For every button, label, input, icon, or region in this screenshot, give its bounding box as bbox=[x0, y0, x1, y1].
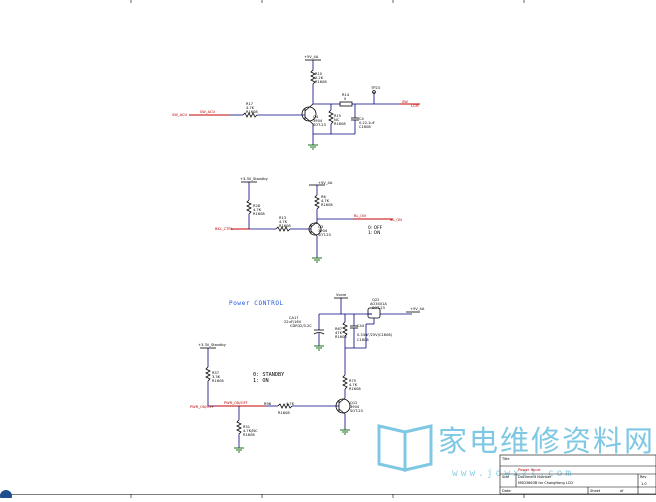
r13-ref: R13 bbox=[279, 216, 286, 220]
r96-pkg: R1608 bbox=[278, 411, 290, 415]
q3-pkg: SOT-23 bbox=[318, 233, 331, 237]
q22-ref: Q22 bbox=[372, 298, 379, 302]
q12-part: 3904 bbox=[350, 405, 360, 409]
supply3-label: +5V_4A bbox=[410, 307, 425, 311]
q22-part: AO3401A bbox=[370, 302, 387, 306]
r96-ref: R96 bbox=[264, 402, 272, 406]
bkl-ctrl-port-label: BKL_CTRL bbox=[215, 227, 233, 231]
bl-on-port-label: BL_ON bbox=[390, 218, 402, 222]
r6-pkg: R1608 bbox=[321, 203, 333, 207]
r10-ref: R10 bbox=[315, 72, 323, 76]
pwr-port-label: PWR_ON/OFF bbox=[190, 405, 214, 409]
sw-acu-net-label: SW_ACU bbox=[200, 110, 216, 114]
date-label: Date: bbox=[502, 489, 512, 493]
c4-ref: C4 bbox=[359, 117, 365, 121]
q22-pkg: SOT-23 bbox=[372, 306, 385, 310]
title-label: Title bbox=[501, 457, 510, 461]
supply2-label: +5V_4A bbox=[318, 181, 333, 185]
r57-ref: R57 bbox=[212, 371, 219, 375]
book-logo-icon bbox=[377, 424, 433, 472]
logo-icon bbox=[0, 490, 12, 502]
pwr-net-label: PWR_ON/OFF bbox=[224, 401, 248, 405]
r15-ref: R15 bbox=[334, 114, 341, 118]
r28-ref: R28 bbox=[253, 204, 261, 208]
supply-label: +5V_4A bbox=[304, 55, 319, 59]
q3-ref: Q3 bbox=[318, 225, 323, 229]
c44-pkg: C1608 bbox=[357, 338, 369, 342]
rev-label: Rev bbox=[640, 475, 647, 479]
size-label: Size bbox=[502, 475, 509, 479]
watermark-text: 家电维修资料网 bbox=[438, 424, 655, 458]
q12-ref: Q12 bbox=[350, 401, 357, 405]
bl-note-off: 0: OFF bbox=[368, 225, 383, 231]
r51-pkg: R1608 bbox=[243, 433, 255, 437]
q12-pkg: SOT-23 bbox=[350, 409, 363, 413]
q4-ref: Q4 bbox=[313, 115, 319, 119]
r75-ref: R75 bbox=[349, 379, 356, 383]
q4-pkg: SOT-23 bbox=[313, 123, 326, 127]
ca17-pkg: CDR32/3.2C bbox=[290, 324, 312, 328]
r96-val: 4.7K bbox=[286, 402, 295, 406]
r67-ref: R67 bbox=[335, 327, 342, 331]
sheet-of-label: of bbox=[620, 489, 624, 493]
bl-on-net-label: BL_ON bbox=[354, 214, 366, 218]
doc-number-value: MSD3663B for ChangHong LCD bbox=[518, 481, 573, 485]
c44-ref: C44 bbox=[357, 324, 365, 328]
r51-val: 4.7K/NC bbox=[243, 429, 258, 433]
r14-ref: R14 bbox=[342, 93, 350, 97]
r28-val: 4.7K bbox=[253, 208, 262, 212]
c4-pkg: C1608 bbox=[359, 125, 371, 129]
q4-part: 3904 bbox=[313, 119, 323, 123]
rev-value: 1.0 bbox=[641, 482, 647, 486]
circuit-lcd-switch: +5V_4A R10 2.2K R1608 Q4 3904 SOT-23 SW_… bbox=[172, 55, 420, 150]
sw-acu-port-label: SW_ACU bbox=[172, 113, 188, 117]
r67-pkg: R1608 bbox=[335, 335, 347, 339]
r75-pkg: R1608 bbox=[349, 387, 361, 391]
sheet-label: Sheet bbox=[590, 489, 601, 493]
r57-pkg: R1608 bbox=[212, 379, 224, 383]
r57-val: 3.3K bbox=[212, 375, 221, 379]
pc-note-standby: 0: STANDBY bbox=[253, 372, 285, 378]
r75-val: 4.7K bbox=[349, 383, 358, 387]
circuit-backlight: +3.3V_Standby R28 4.7K R1608 BKL_CTRL R1… bbox=[215, 177, 402, 263]
bl-note-on: 1: ON bbox=[368, 230, 380, 236]
r17-ref: R17 bbox=[246, 102, 253, 106]
title-block: Title Power Input Size Document Number M… bbox=[499, 454, 656, 495]
r10-val: 2.2K bbox=[315, 76, 324, 80]
r28-pkg: R1608 bbox=[253, 212, 265, 216]
vin-label: Vcore bbox=[336, 293, 347, 297]
r6-val: 4.7K bbox=[321, 199, 330, 203]
ca17-val: 22uF/16V bbox=[284, 320, 302, 324]
sw-net-label: SW bbox=[402, 100, 408, 104]
r15-val: NC bbox=[334, 118, 340, 122]
c44-val: 0.33uF/25V(C1608) bbox=[357, 333, 393, 337]
watermark: 家电维修资料网 www.jdwxzl.com bbox=[377, 424, 655, 479]
q3-part: 3904 bbox=[318, 229, 328, 233]
power-control-title: Power CONTROL bbox=[229, 300, 284, 307]
r17-pkg: R1608 bbox=[246, 110, 258, 114]
c4-val: 0.22.1uF bbox=[359, 121, 375, 125]
tp-label: TP23 bbox=[370, 86, 380, 90]
r15-pkg: R1608 bbox=[334, 122, 346, 126]
watermark-url: www.jdwxzl.com bbox=[452, 468, 574, 479]
r51-ref: R51 bbox=[243, 425, 250, 429]
r67-val: 47K bbox=[335, 331, 343, 335]
standby-label: +3.3V_Standby bbox=[240, 177, 269, 181]
standby3-label: +3.3V_Standby bbox=[198, 343, 227, 347]
lcm-port-label: LCM bbox=[411, 104, 419, 108]
r13-pkg: R1608 bbox=[279, 224, 291, 228]
circuit-power-control: Power CONTROL Vcore CA17 22uF/16V CDR32/… bbox=[190, 293, 425, 453]
ca17-ref: CA17 bbox=[289, 316, 299, 320]
r10-pkg: R1608 bbox=[315, 80, 327, 84]
r6-ref: R6 bbox=[321, 195, 326, 199]
r13-val: 4.7K bbox=[279, 220, 288, 224]
doc-number-label: Document Number bbox=[518, 475, 552, 479]
r17-val: 4.7K bbox=[246, 106, 255, 110]
r14-val: 0 bbox=[344, 97, 347, 101]
pc-note-on: 1: ON bbox=[253, 378, 269, 384]
title-value: Power Input bbox=[518, 467, 541, 472]
